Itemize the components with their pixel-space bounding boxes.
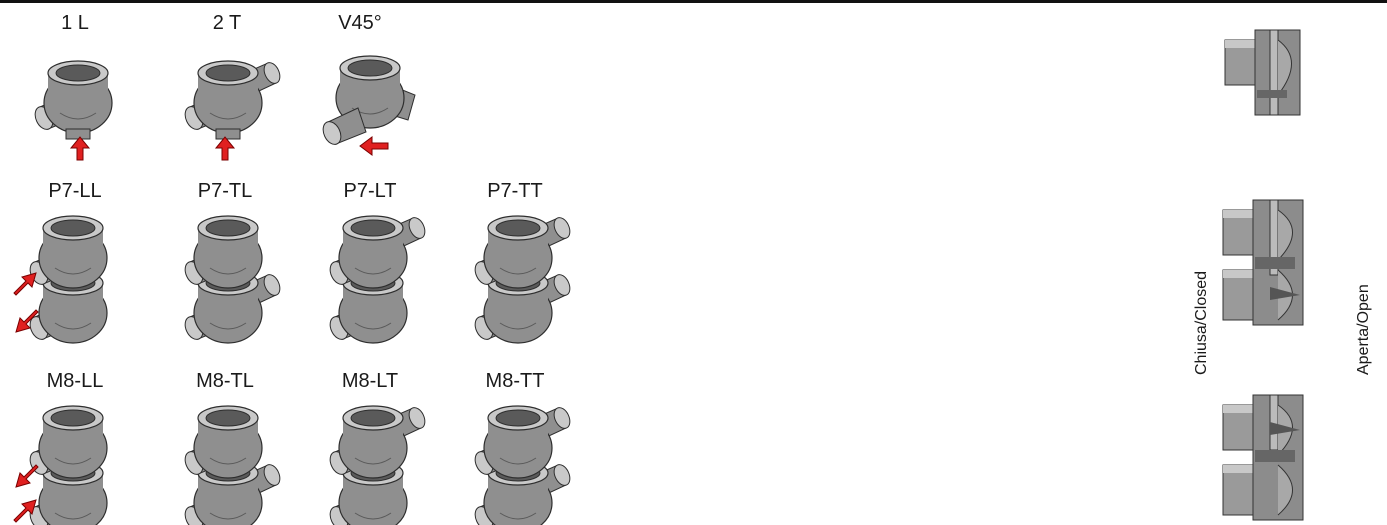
side-port bbox=[322, 107, 367, 145]
valve-section-open bbox=[1222, 199, 1304, 326]
valve-chamber bbox=[193, 60, 263, 134]
top-rule bbox=[0, 0, 1387, 3]
label-p7-lt: P7-LT bbox=[343, 180, 397, 202]
valve-body-2t bbox=[184, 60, 281, 140]
valve-body-p7-tt bbox=[474, 215, 571, 344]
label-p7-tt: P7-TT bbox=[487, 180, 543, 202]
valve-body-p7-lt bbox=[329, 215, 426, 344]
arrow-up-2t-icon bbox=[214, 136, 236, 161]
valve-body-m8-lt bbox=[329, 405, 426, 525]
upper-chamber bbox=[483, 215, 553, 289]
arrow-up-1l-icon bbox=[69, 136, 91, 161]
upper-chamber bbox=[338, 405, 408, 479]
label-v45: V45° bbox=[338, 12, 382, 34]
bottom-port bbox=[215, 128, 241, 140]
upper-chamber bbox=[193, 405, 263, 479]
valve-section-closed bbox=[1222, 394, 1304, 521]
label-m8-tt: M8-TT bbox=[485, 370, 545, 392]
open-label: Aperta/Open bbox=[1355, 284, 1372, 375]
valve-body-1l bbox=[34, 60, 113, 140]
label-2t: 2 T bbox=[212, 12, 242, 34]
label-p7-ll: P7-LL bbox=[48, 180, 102, 202]
label-p7-tl: P7-TL bbox=[197, 180, 253, 202]
valve-section-single bbox=[1224, 29, 1301, 116]
arrow-left-v45-icon bbox=[359, 136, 389, 156]
valve-body-m8-tl bbox=[184, 405, 281, 525]
arrow-out-m8-ll-icon bbox=[15, 464, 39, 488]
arrow-out-p7-ll-icon bbox=[15, 309, 39, 333]
upper-chamber bbox=[38, 405, 108, 479]
label-m8-tl: M8-TL bbox=[196, 370, 254, 392]
upper-chamber bbox=[38, 215, 108, 289]
valve-body-m8-ll bbox=[29, 405, 108, 525]
arrow-in-m8-ll-icon bbox=[13, 499, 37, 523]
label-m8-ll: M8-LL bbox=[46, 370, 104, 392]
label-m8-lt: M8-LT bbox=[341, 370, 399, 392]
upper-chamber bbox=[338, 215, 408, 289]
upper-chamber bbox=[483, 405, 553, 479]
upper-chamber bbox=[193, 215, 263, 289]
label-1l: 1 L bbox=[61, 12, 89, 34]
closed-label: Chiusa/Closed bbox=[1193, 270, 1210, 375]
valve-body-p7-tl bbox=[184, 215, 281, 344]
valve-body-m8-tt bbox=[474, 405, 571, 525]
valve-body-v45 bbox=[322, 55, 416, 145]
valve-body-p7-ll bbox=[29, 215, 108, 344]
arrow-in-p7-ll-icon bbox=[13, 272, 37, 296]
